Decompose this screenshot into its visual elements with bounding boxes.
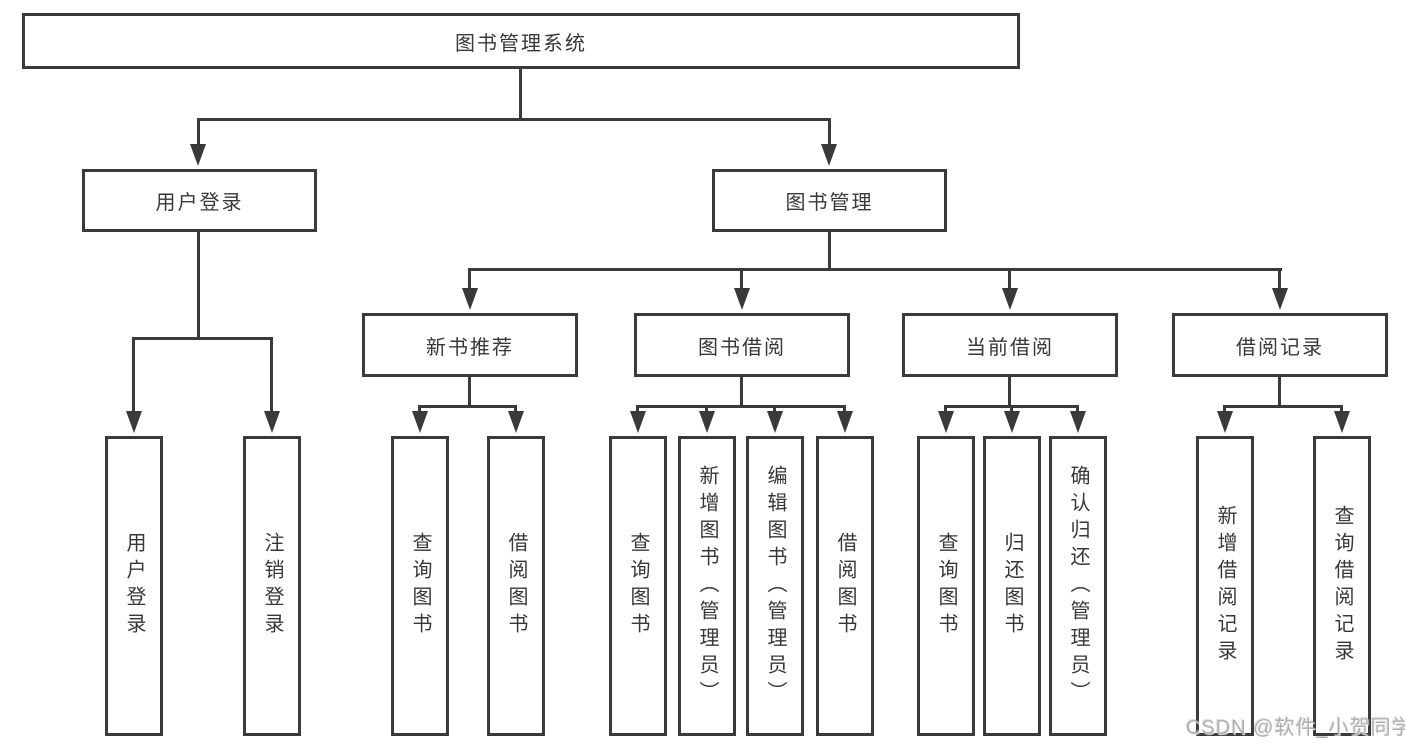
node-current-borrow-label: 当前借阅: [966, 336, 1054, 359]
arrow-down-borrow-record: [1272, 288, 1288, 310]
arrow-down-br-leaf2: [1334, 411, 1350, 433]
leaf-bb-add-books-admin: 新增图书（管理员）: [678, 436, 736, 736]
leaf-user-login: 用户登录: [105, 436, 163, 736]
arrow-down-bb-leaf3: [767, 411, 783, 433]
connector-user-login-stem: [197, 118, 200, 148]
connector-bb-leaf3-stem: [773, 405, 776, 415]
leaf-nbr-query-books: 查询图书: [391, 436, 449, 736]
connector-nbr-leaf1-stem: [418, 405, 421, 415]
connector-nbr-leaf2-stem: [514, 405, 517, 415]
leaf-br-query-record: 查询借阅记录: [1313, 436, 1371, 736]
leaf-br-add-record: 新增借阅记录: [1196, 436, 1254, 736]
leaf-cb-confirm-return-admin-label: 确认归还（管理员）: [1067, 464, 1089, 708]
connector-leaf-logout-stem: [270, 337, 273, 415]
node-new-book-recommend: 新书推荐: [362, 313, 578, 377]
arrow-down-cb-leaf3: [1070, 411, 1086, 433]
leaf-br-query-record-label: 查询借阅记录: [1331, 505, 1353, 667]
leaf-bb-add-books-admin-label: 新增图书（管理员）: [696, 464, 718, 708]
connector-cb-leaf2-stem: [1010, 405, 1013, 415]
connector-book-borrow-stem: [740, 268, 743, 292]
connector-br-leaf1-stem: [1223, 405, 1226, 415]
node-book-management-label: 图书管理: [785, 192, 874, 214]
node-borrow-record: 借阅记录: [1172, 313, 1388, 377]
connector-nbr-down: [468, 377, 471, 405]
connector-leaf-login-stem: [132, 337, 135, 415]
connector-book-mgmt-rail: [468, 268, 1282, 271]
leaf-logout-label: 注销登录: [261, 532, 283, 640]
node-borrow-record-label: 借阅记录: [1236, 336, 1324, 359]
connector-br-leaf2-stem: [1340, 405, 1343, 415]
node-new-book-recommend-label: 新书推荐: [426, 336, 514, 359]
node-user-login-label: 用户登录: [155, 192, 244, 214]
node-book-borrow: 图书借阅: [634, 313, 850, 377]
leaf-nbr-borrow-books-label: 借阅图书: [505, 532, 527, 640]
node-root: 图书管理系统: [22, 13, 1020, 69]
leaf-bb-query-books: 查询图书: [609, 436, 667, 736]
arrow-down-cb-leaf2: [1004, 411, 1020, 433]
leaf-cb-query-books: 查询图书: [917, 436, 975, 736]
node-book-borrow-label: 图书借阅: [698, 336, 786, 359]
arrow-down-current-borrow: [1002, 288, 1018, 310]
leaf-nbr-query-books-label: 查询图书: [409, 532, 431, 640]
leaf-br-add-record-label: 新增借阅记录: [1214, 505, 1236, 667]
connector-bb-leaf1-stem: [636, 405, 639, 415]
arrow-down-leaf-logout: [264, 411, 280, 433]
arrow-down-nbr-leaf1: [412, 411, 428, 433]
leaf-logout: 注销登录: [243, 436, 301, 736]
arrow-down-br-leaf1: [1217, 411, 1233, 433]
node-root-label: 图书管理系统: [455, 32, 587, 55]
leaf-user-login-label: 用户登录: [123, 532, 145, 640]
connector-bb-leaf4-stem: [843, 405, 846, 415]
connector-book-mgmt-down: [828, 232, 831, 268]
leaf-bb-borrow-books-label: 借阅图书: [834, 532, 856, 640]
connector-user-login-rail: [132, 337, 273, 340]
leaf-bb-borrow-books: 借阅图书: [816, 436, 874, 736]
leaf-cb-confirm-return-admin: 确认归还（管理员）: [1049, 436, 1107, 736]
connector-current-borrow-stem: [1008, 268, 1011, 292]
node-book-management: 图书管理: [712, 169, 947, 232]
leaf-cb-query-books-label: 查询图书: [935, 532, 957, 640]
leaf-cb-return-books: 归还图书: [983, 436, 1041, 736]
leaf-bb-edit-books-admin-label: 编辑图书（管理员）: [764, 464, 786, 708]
connector-br-rail: [1223, 405, 1343, 408]
arrow-down-bb-leaf4: [837, 411, 853, 433]
connector-user-login-down: [197, 232, 200, 337]
arrow-down-cb-leaf1: [938, 411, 954, 433]
arrow-down-bb-leaf2: [699, 411, 715, 433]
connector-book-mgmt-stem: [828, 118, 831, 148]
leaf-cb-return-books-label: 归还图书: [1001, 532, 1023, 640]
connector-cb-leaf3-stem: [1076, 405, 1079, 415]
connector-root-stem: [519, 69, 522, 118]
connector-borrow-record-stem: [1278, 268, 1281, 292]
connector-nbr-rail: [418, 405, 517, 408]
connector-new-book-stem: [468, 268, 471, 292]
leaf-bb-query-books-label: 查询图书: [627, 532, 649, 640]
node-user-login: 用户登录: [82, 169, 317, 232]
connector-br-down: [1278, 377, 1281, 405]
connector-root-rail: [197, 118, 831, 121]
connector-bb-leaf2-stem: [705, 405, 708, 415]
arrow-down-new-book: [462, 288, 478, 310]
connector-cb-down: [1008, 377, 1011, 405]
arrow-down-user-login: [190, 144, 206, 166]
csdn-watermark: CSDN @软件_小贺同学: [1186, 717, 1405, 739]
leaf-nbr-borrow-books: 借阅图书: [487, 436, 545, 736]
connector-bb-rail: [636, 405, 846, 408]
arrow-down-book-mgmt: [821, 144, 837, 166]
node-current-borrow: 当前借阅: [902, 313, 1118, 377]
connector-bb-down: [740, 377, 743, 405]
arrow-down-leaf-login: [126, 411, 142, 433]
connector-cb-leaf1-stem: [944, 405, 947, 415]
arrow-down-book-borrow: [734, 288, 750, 310]
arrow-down-nbr-leaf2: [508, 411, 524, 433]
arrow-down-bb-leaf1: [630, 411, 646, 433]
leaf-bb-edit-books-admin: 编辑图书（管理员）: [746, 436, 804, 736]
